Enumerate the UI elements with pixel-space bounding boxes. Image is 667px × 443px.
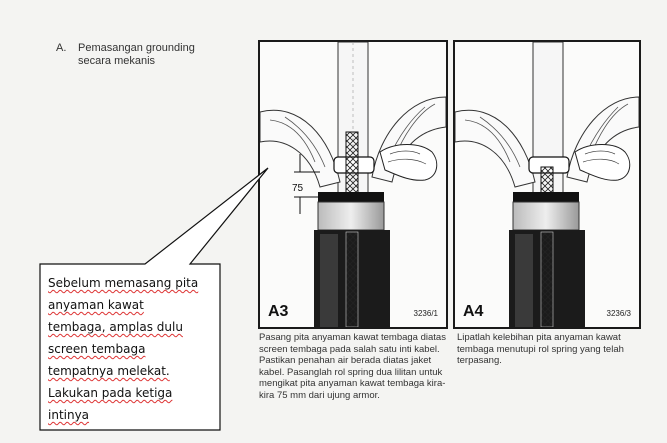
panel-label-a4: A4 [463,303,484,320]
callout-line: tembaga, amplas dulu [48,320,183,334]
cable-illustration-a3 [260,42,446,327]
callout-line: anyaman kawat [48,298,144,312]
illustration-panel-a3: 75 A3 3236/1 [258,40,448,329]
section-title-line-1: Pemasangan grounding [78,42,195,54]
panel-code-a3: 3236/1 [413,309,438,318]
callout-note: Sebelum memasang pita anyaman kawat temb… [48,272,212,426]
callout-line: Sebelum memasang pita [48,276,199,290]
callout-line: Lakukan pada ketiga [48,386,173,400]
section-title-line-2: secara mekanis [78,55,156,67]
callout-line: tempatnya melekat. [48,364,170,378]
section-heading: A. Pemasangan grounding secara mekanis [56,42,195,68]
caption-a3: Pasang pita anyaman kawat tembaga diatas… [259,332,446,401]
section-letter: A. [56,42,67,54]
callout-line: screen tembaga [48,342,146,356]
dimension-label: 75 [292,183,304,194]
panel-label-a3: A3 [268,303,289,320]
caption-a4: Lipatlah kelebihan pita anyaman kawat te… [457,332,624,366]
cable-illustration-a4 [455,42,639,327]
panel-code-a4: 3236/3 [606,309,631,318]
illustration-panel-a4: A4 3236/3 [453,40,641,329]
callout-line: intinya [48,408,90,422]
